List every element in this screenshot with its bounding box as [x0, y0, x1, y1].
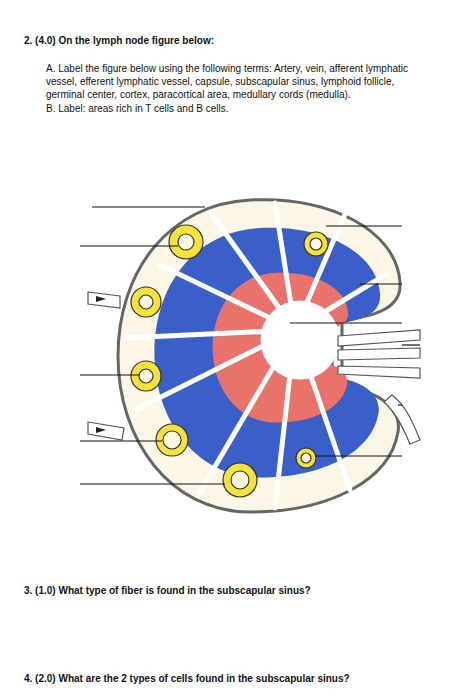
artery	[338, 330, 420, 346]
efferent-lymphatic	[384, 395, 420, 444]
label-line	[290, 322, 402, 323]
label-line	[316, 455, 402, 456]
afferent-vessels	[88, 292, 124, 440]
germinal-center	[139, 295, 153, 309]
follicle	[131, 287, 161, 317]
blank-label-lines	[80, 207, 420, 484]
lymphoid-follicles	[131, 225, 328, 497]
germinal-center	[231, 471, 249, 489]
label-line	[360, 283, 402, 284]
label-line	[80, 245, 178, 246]
instruction-text: B. Label: areas rich in T cells and B ce…	[46, 102, 421, 115]
afferent-vessel	[88, 422, 124, 440]
flow-arrow	[96, 296, 106, 302]
germinal-center	[310, 238, 322, 250]
follicle	[156, 424, 188, 456]
follicle	[304, 232, 328, 256]
follicle	[223, 463, 257, 497]
medullary-sinus	[262, 302, 338, 378]
follicle	[131, 361, 161, 391]
question-heading: 4. (2.0) What are the 2 types of cells f…	[24, 672, 424, 685]
germinal-center	[178, 234, 194, 250]
label-line	[80, 483, 225, 484]
afferent-vessel	[88, 292, 120, 308]
label-line	[92, 206, 205, 207]
flow-arrows	[96, 296, 410, 433]
instruction-text: A. Label the figure below using the foll…	[46, 62, 421, 101]
label-line	[398, 404, 402, 405]
label-line	[326, 225, 402, 226]
germinal-center	[301, 453, 311, 463]
follicle	[169, 225, 203, 259]
label-line	[402, 344, 420, 345]
question-heading: 2. (4.0) On the lymph node figure below:	[24, 34, 424, 47]
germinal-center	[163, 431, 181, 449]
label-line	[80, 374, 140, 375]
flow-arrow	[96, 427, 106, 433]
medullary-sinus-lobes	[262, 302, 338, 378]
vein	[338, 348, 420, 360]
efferent-vessel	[338, 366, 420, 378]
label-line	[80, 440, 162, 441]
hilum-vessels	[338, 330, 420, 444]
follicle	[296, 448, 316, 468]
question-heading: 3. (1.0) What type of fiber is found in …	[24, 584, 424, 597]
germinal-center	[139, 369, 153, 383]
medullary-cords	[213, 273, 348, 423]
